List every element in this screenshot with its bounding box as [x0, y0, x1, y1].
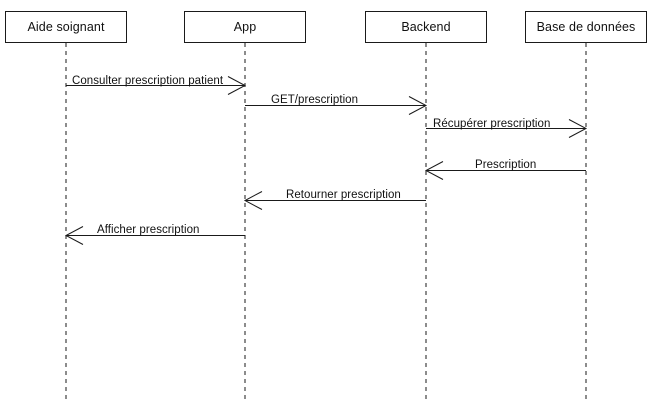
participant-label: Base de données — [536, 19, 636, 34]
arrowhead-get-prescription — [408, 96, 428, 115]
participant-box-backend[interactable]: Backend — [365, 11, 487, 43]
arrowhead-retourner-prescription — [243, 191, 263, 210]
arrowhead-afficher-prescription — [64, 226, 84, 245]
message-label-consulter-prescription-patient: Consulter prescription patient — [72, 75, 224, 87]
participant-box-base-de-donnees[interactable]: Base de données — [525, 11, 647, 43]
message-label-afficher-prescription: Afficher prescription — [97, 224, 200, 236]
message-arrows-group — [64, 76, 588, 245]
participant-box-app[interactable]: App — [184, 11, 306, 43]
message-label-recuperer-prescription: Récupérer prescription — [433, 118, 551, 130]
message-label-prescription: Prescription — [475, 159, 537, 171]
message-label-get-prescription: GET/prescription — [271, 94, 359, 106]
arrowhead-consulter-prescription-patient — [227, 76, 247, 95]
arrowhead-prescription — [424, 161, 444, 180]
participant-label: Aide soignant — [27, 19, 105, 34]
participant-label: App — [233, 19, 257, 34]
arrowhead-recuperer-prescription — [568, 119, 588, 138]
message-label-retourner-prescription: Retourner prescription — [286, 189, 401, 201]
participant-box-aide-soignant[interactable]: Aide soignant — [5, 11, 127, 43]
participant-label: Backend — [401, 19, 451, 34]
lifelines-group — [65, 43, 587, 399]
